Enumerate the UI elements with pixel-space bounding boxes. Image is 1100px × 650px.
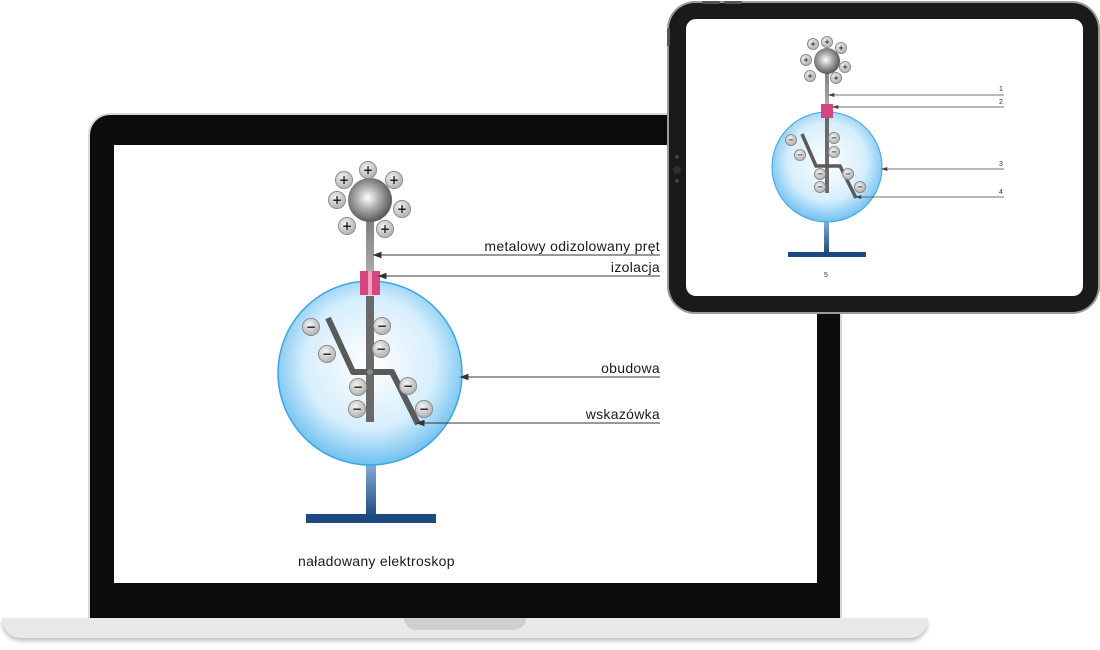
- tablet-rod-upper: [825, 66, 829, 104]
- tablet-leaf-left: [800, 133, 827, 168]
- pointer-pivot: [367, 369, 373, 375]
- tablet-volume-button: [702, 1, 720, 4]
- tablet-stand-base: [788, 252, 866, 257]
- pointer-leaf-left: [325, 316, 370, 375]
- tablet-camera: [673, 166, 681, 174]
- tablet-sensor-dot: [675, 155, 679, 159]
- metal-sphere: [348, 178, 392, 222]
- metal-rod-inner: [366, 296, 374, 422]
- label-insulation: izolacja: [610, 259, 660, 275]
- tablet-insulation: [821, 104, 833, 118]
- pointer-leaf-right: [370, 369, 421, 426]
- tablet-leaf-right: [827, 164, 858, 199]
- tablet-screen: [686, 19, 1083, 296]
- insulation-highlight: [368, 271, 372, 295]
- tablet-volume-button-2: [724, 1, 742, 4]
- tablet-sensor-dot-2: [675, 179, 679, 183]
- tablet-label-1: 1: [999, 86, 1003, 93]
- label-pointer: wskazówka: [585, 406, 660, 422]
- tablet-metal-sphere: [814, 48, 840, 74]
- tablet-label-4: 4: [999, 189, 1003, 196]
- label-casing: obudowa: [601, 360, 660, 376]
- caption-charged-electroscope: naładowany elektroskop: [298, 553, 455, 569]
- tablet-rod-inner: [825, 118, 829, 193]
- tablet-caption-5: 5: [824, 272, 828, 279]
- laptop-trackpad-notch: [404, 618, 526, 630]
- stand-pole: [366, 462, 376, 517]
- label-leader-lines: [372, 251, 660, 427]
- label-rod: metalowy odizolowany pręt: [484, 238, 660, 254]
- stand-base: [306, 514, 436, 523]
- tablet-stand-pole: [824, 220, 829, 253]
- tablet-leader-lines: [827, 93, 1004, 199]
- metal-rod-upper: [366, 210, 374, 272]
- tablet-power-button: [667, 28, 670, 46]
- tablet-label-3: 3: [999, 161, 1003, 168]
- tablet-label-2: 2: [999, 99, 1003, 106]
